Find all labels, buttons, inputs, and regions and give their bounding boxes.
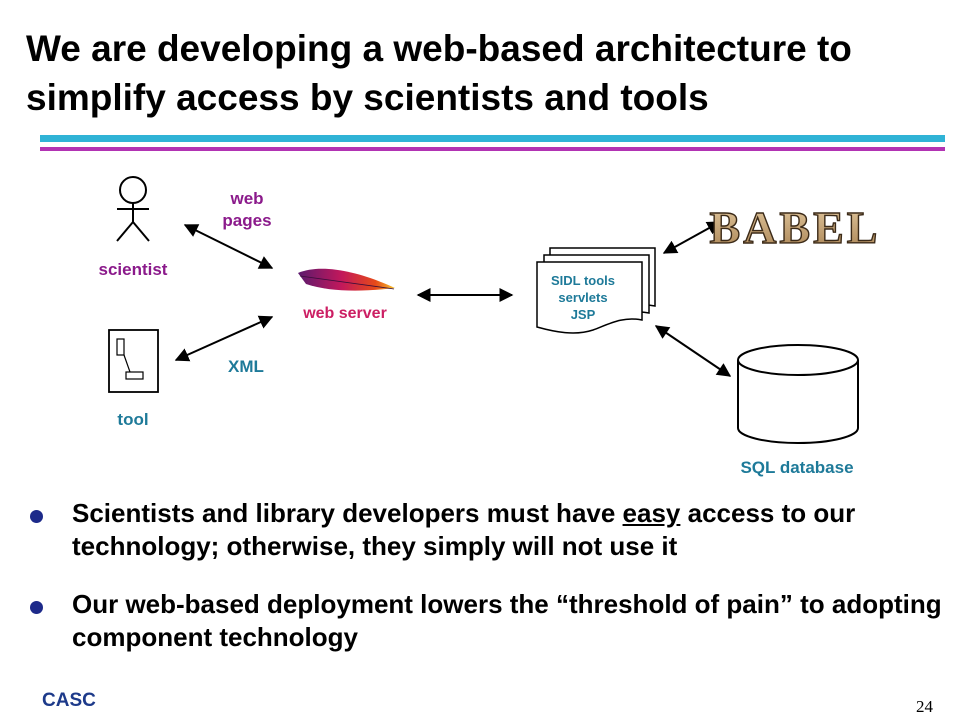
page-number: 24 bbox=[916, 697, 933, 716]
slide-title: We are developing a web-based architectu… bbox=[26, 28, 852, 118]
babel-logo: BABEL bbox=[709, 201, 881, 253]
bullet-item: Our web-based deployment lowers the “thr… bbox=[30, 588, 945, 654]
servlets-line2: servlets bbox=[558, 290, 607, 305]
servlets-documents-icon bbox=[536, 247, 656, 334]
footer-label: CASC bbox=[42, 690, 96, 711]
arrow-servlets-database bbox=[654, 325, 732, 377]
bullet-1-text-end: access to our technology; otherwise, the… bbox=[72, 498, 856, 561]
bullet-list: Scientists and library developers must h… bbox=[30, 497, 945, 654]
tool-label: tool bbox=[117, 410, 148, 429]
bullet-dot bbox=[30, 510, 43, 523]
web-pages-label-line1: web bbox=[229, 189, 263, 208]
babel-logo-text: BABEL bbox=[710, 202, 881, 253]
bullet-1-emphasis: easy bbox=[622, 498, 681, 528]
bullet-2-text: Our web-based deployment lowers the “thr… bbox=[72, 589, 942, 652]
web-pages-label-line2: pages bbox=[222, 211, 271, 230]
database-label: SQL database bbox=[740, 458, 853, 477]
scientist-icon bbox=[116, 176, 150, 242]
arrow-scientist-webserver bbox=[183, 224, 274, 269]
feather-icon bbox=[298, 268, 395, 291]
bullet-1-text-start: Scientists and library developers must h… bbox=[72, 498, 623, 528]
bullet-dot bbox=[30, 601, 43, 614]
arrow-tool-webserver bbox=[174, 315, 274, 362]
tool-icon bbox=[108, 329, 159, 393]
servlets-line3: JSP bbox=[571, 307, 596, 322]
title-rule-cyan bbox=[40, 135, 945, 142]
architecture-diagram: scientist web pages tool XML web server … bbox=[99, 176, 881, 477]
database-icon bbox=[737, 344, 859, 444]
bullet-item: Scientists and library developers must h… bbox=[30, 497, 945, 563]
scientist-label: scientist bbox=[99, 260, 168, 279]
title-rule-magenta bbox=[40, 147, 945, 151]
arrow-servlets-babel bbox=[662, 221, 722, 254]
servlets-line1: SIDL tools bbox=[551, 273, 615, 288]
web-server-label: web server bbox=[302, 305, 387, 322]
xml-label: XML bbox=[228, 357, 264, 376]
